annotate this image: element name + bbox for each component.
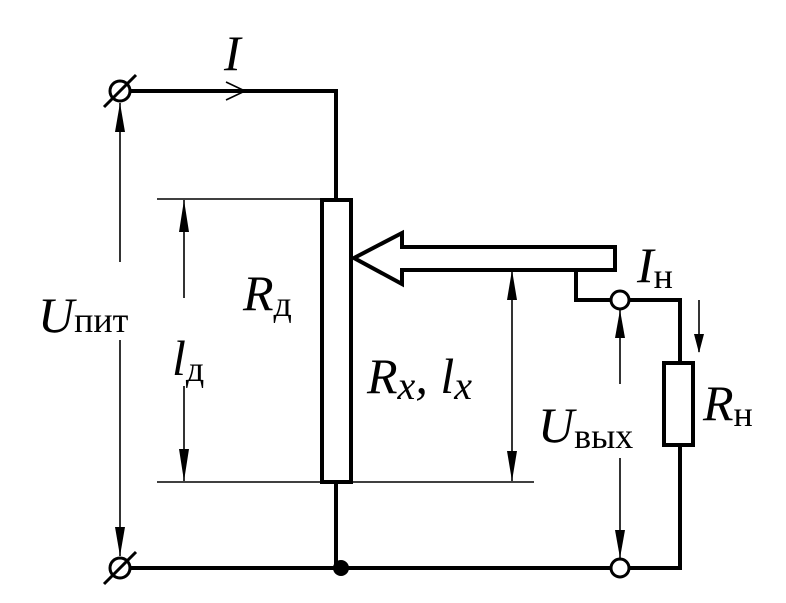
output-voltage-label: Uвых — [538, 397, 633, 456]
current-arrow — [209, 81, 247, 101]
supply-voltage-arrow — [115, 103, 125, 556]
output-voltage-arrow — [615, 310, 625, 558]
load-top-wire — [620, 298, 682, 363]
supply-terminal-bottom — [102, 550, 138, 586]
divider-length-label: lд — [172, 330, 204, 389]
load-resistance-label: Rн — [702, 375, 753, 434]
circuit-wires — [120, 89, 682, 570]
extension-lines — [157, 198, 534, 483]
load-current-label: Iн — [636, 237, 673, 296]
output-terminal-top — [609, 289, 631, 311]
load-bottom-wire — [620, 445, 682, 570]
top-supply-wire — [120, 89, 338, 200]
load-current-arrow — [694, 300, 704, 353]
supply-voltage-label: Uпит — [38, 287, 129, 343]
divider-resistance-label: Rд — [242, 265, 292, 324]
slider-arrow — [349, 229, 617, 288]
divider-length-arrow — [179, 200, 189, 481]
divider-resistor — [320, 198, 353, 484]
partial-resistance-length-label: Rx, lx — [366, 348, 472, 408]
partial-length-arrow — [507, 270, 517, 481]
junction-dot — [333, 560, 349, 576]
output-terminal-bottom — [609, 557, 631, 579]
supply-terminal-top — [102, 73, 138, 109]
current-label: I — [223, 25, 243, 81]
load-resistor — [662, 361, 695, 447]
